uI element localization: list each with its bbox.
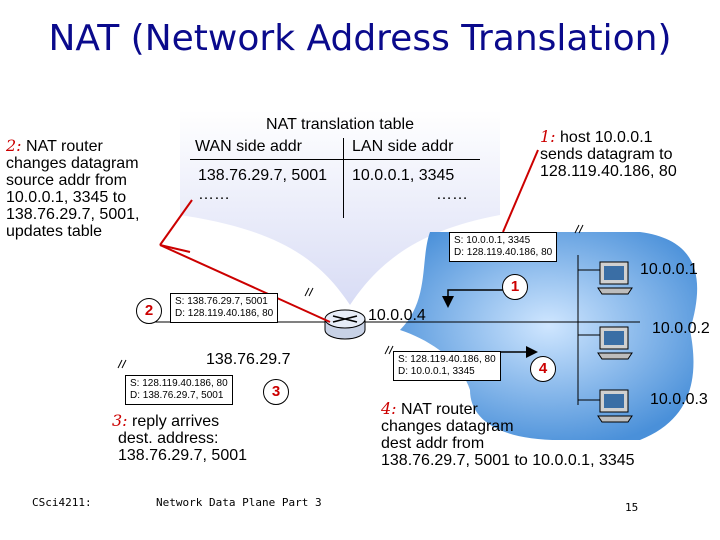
step4-number: 4: <box>381 399 397 418</box>
packet-3-src: S: 128.119.40.186, 80 <box>130 378 228 389</box>
step2-pointer-c <box>159 244 331 323</box>
footer-course: CSci4211: <box>32 496 92 509</box>
step2-line: updates table <box>6 223 103 240</box>
packet-2: S: 138.76.29.7, 5001 D: 128.119.40.186, … <box>170 293 279 323</box>
step-circle-3: 3 <box>263 379 289 405</box>
nat-table-row2-wan: …… <box>198 186 230 203</box>
step3-line: 138.76.29.7, 5001 <box>118 447 248 464</box>
nat-table-col-lan: LAN side addr <box>352 138 454 155</box>
packet-1-src: S: 10.0.0.1, 3345 <box>454 235 531 246</box>
step2-note: 2: NAT router changes datagram source ad… <box>6 137 139 240</box>
step1-pointer <box>502 149 539 233</box>
step4-line: NAT router <box>401 401 478 418</box>
packet-3: S: 128.119.40.186, 80 D: 138.76.29.7, 50… <box>125 375 233 405</box>
step-circle-2: 2 <box>136 298 162 324</box>
router-lan-address: 10.0.0.4 <box>368 307 426 324</box>
host-10-0-0-2-icon <box>597 326 633 360</box>
page-title: NAT (Network Address Translation) <box>48 18 672 59</box>
step-circle-1: 1 <box>502 274 528 300</box>
host2-address: 10.0.0.2 <box>652 320 710 337</box>
router-wan-address: 138.76.29.7 <box>206 351 291 368</box>
nat-table: NAT translation table WAN side addr LAN … <box>180 116 500 218</box>
step2-pointer-a <box>159 199 193 246</box>
host1-address: 10.0.0.1 <box>640 261 698 278</box>
step1-note: 1: host 10.0.0.1 sends datagram to 128.1… <box>540 128 677 180</box>
step2-pointer-b <box>159 244 191 253</box>
step1-number: 1: <box>540 127 556 146</box>
nat-table-row1-wan: 138.76.29.7, 5001 <box>198 167 328 184</box>
step3-note: 3: reply arrives dest. address: 138.76.2… <box>112 412 247 464</box>
packet-4-src: S: 128.119.40.186, 80 <box>398 354 496 365</box>
step3-line: reply arrives <box>132 413 220 430</box>
step2-line: 138.76.29.7, 5001, <box>6 206 140 223</box>
nat-table-rule <box>190 159 480 160</box>
nat-table-divider <box>343 138 344 218</box>
packet-3-dst: D: 138.76.29.7, 5001 <box>130 390 224 401</box>
step2-line: source addr from <box>6 172 127 189</box>
host-10-0-0-3-icon <box>597 389 633 423</box>
step4-note: 4: NAT router changes datagram dest addr… <box>381 400 635 469</box>
step3-number: 3: <box>112 411 128 430</box>
packet-2-src: S: 138.76.29.7, 5001 <box>175 296 268 307</box>
packet-1-dst: D: 128.119.40.186, 80 <box>454 247 553 258</box>
host3-address: 10.0.0.3 <box>650 391 708 408</box>
step1-line: host 10.0.0.1 <box>560 129 653 146</box>
step4-line: 138.76.29.7, 5001 to 10.0.0.1, 3345 <box>381 452 635 469</box>
host-10-0-0-1-icon <box>597 261 633 295</box>
step4-line: dest addr from <box>381 435 485 452</box>
step4-line: changes datagram <box>381 418 514 435</box>
step-circle-4: 4 <box>530 356 556 382</box>
nat-table-row1-lan: 10.0.0.1, 3345 <box>352 167 455 184</box>
step3-line: dest. address: <box>118 430 219 447</box>
packet-1: S: 10.0.0.1, 3345 D: 128.119.40.186, 80 <box>449 232 558 262</box>
nat-router-icon <box>324 309 366 340</box>
packet-2-dst: D: 128.119.40.186, 80 <box>175 308 274 319</box>
step2-line: changes datagram <box>6 155 139 172</box>
step1-line: sends datagram to <box>540 146 673 163</box>
nat-table-row2-lan: …… <box>436 186 468 203</box>
packet-4-dst: D: 10.0.0.1, 3345 <box>398 366 475 377</box>
table-funnel <box>180 110 500 305</box>
step2-line: 10.0.0.1, 3345 to <box>6 189 127 206</box>
nat-table-col-wan: WAN side addr <box>195 138 302 155</box>
footer-page-number: 15 <box>625 501 639 514</box>
flow-arrow-1 <box>442 289 510 308</box>
step2-line: NAT router <box>26 138 103 155</box>
footer-topic: Network Data Plane Part 3 <box>156 496 322 509</box>
step2-number: 2: <box>6 136 22 155</box>
nat-table-title: NAT translation table <box>266 116 414 133</box>
packet-4: S: 128.119.40.186, 80 D: 10.0.0.1, 3345 <box>393 351 501 381</box>
step1-line: 128.119.40.186, 80 <box>540 163 677 180</box>
